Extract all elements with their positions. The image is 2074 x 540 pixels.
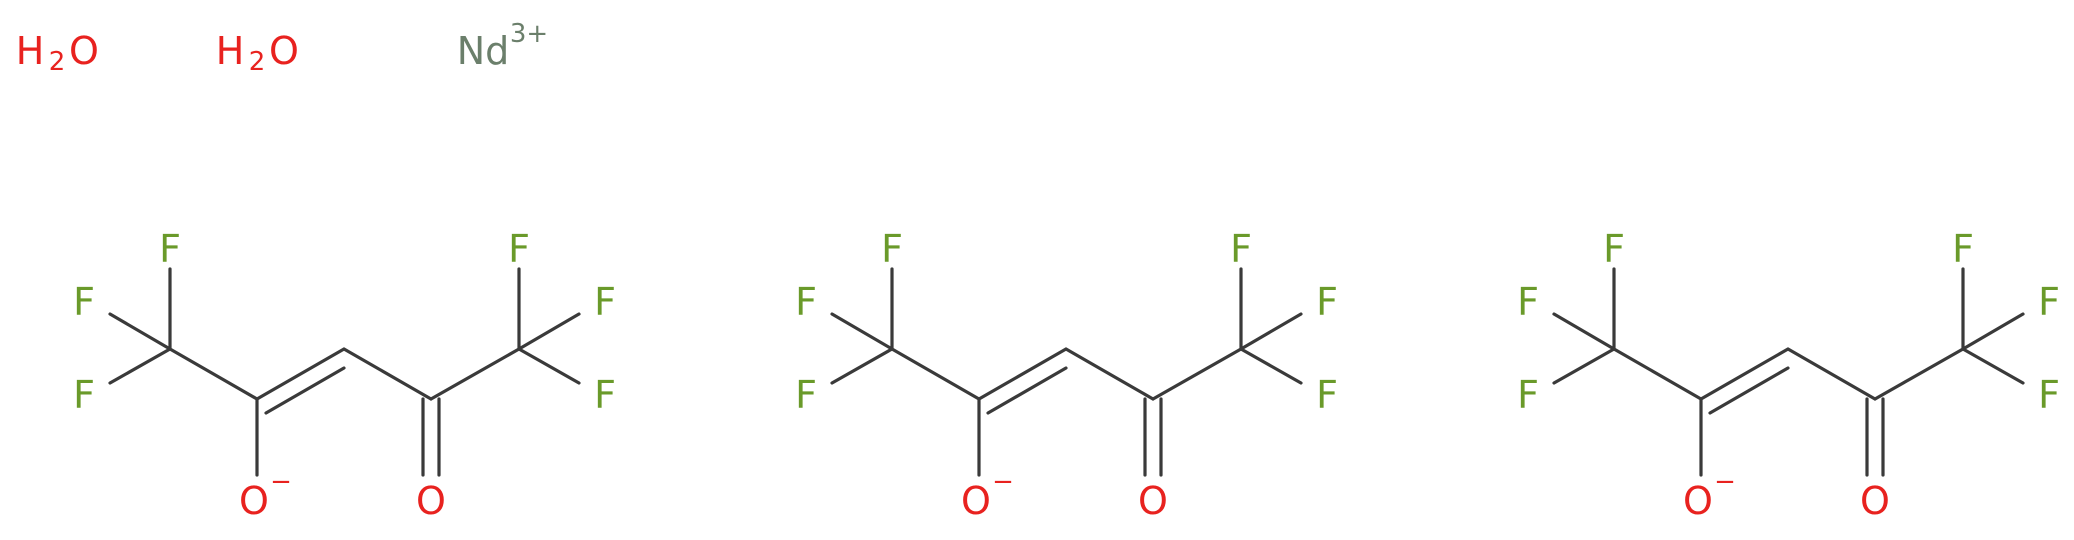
bond-c2-c3 <box>255 347 346 401</box>
fluorine-label: F <box>159 227 181 271</box>
bond-c1-f-lower <box>1552 347 1616 385</box>
bond-c3-c4 <box>1064 347 1155 401</box>
carbonyl-oxygen-label: O <box>416 479 446 523</box>
bond-c1-f-upper <box>1552 312 1616 351</box>
bond-c1-f-lower <box>108 347 172 385</box>
water-2-hydrogen: H <box>216 29 245 73</box>
fluorine-label: F <box>1316 373 1338 417</box>
oxide-oxygen-label: O <box>1683 479 1713 523</box>
bond-c2-c3-double <box>986 366 1068 415</box>
fluorine-label: F <box>73 373 95 417</box>
neodymium-ion: Nd 3+ <box>457 19 548 73</box>
bond-c3-c4 <box>1786 347 1877 401</box>
water-2-oxygen: O <box>269 29 299 73</box>
fluorine-label: F <box>1230 227 1252 271</box>
bond-c1-c2 <box>1612 347 1703 401</box>
oxide-oxygen-label: O <box>961 479 991 523</box>
bond-c5-f-lower <box>1239 347 1303 385</box>
oxide-oxygen-label: O <box>239 479 269 523</box>
bond-c2-c3 <box>977 347 1068 401</box>
bond-c1-f-upper <box>830 312 894 351</box>
water-molecule-2: H 2 O <box>216 29 299 77</box>
water-1-hydrogen: H <box>16 29 45 73</box>
water-1-oxygen: O <box>69 29 99 73</box>
fluorine-label: F <box>2038 280 2060 324</box>
fluorine-label: F <box>1517 280 1539 324</box>
fluorine-label: F <box>1316 280 1338 324</box>
fluorine-label: F <box>594 280 616 324</box>
bond-c4-c5 <box>429 347 521 401</box>
neodymium-charge: 3+ <box>510 19 548 49</box>
oxide-charge-label: − <box>270 467 292 497</box>
fluorine-label: F <box>881 227 903 271</box>
bond-c3-c4 <box>342 347 433 401</box>
water-1-subscript: 2 <box>49 47 66 77</box>
bond-c5-f-lower <box>517 347 581 385</box>
bond-c5-f-upper <box>1961 312 2025 351</box>
fluorine-label: F <box>1517 373 1539 417</box>
bond-c5-f-lower <box>1961 347 2025 385</box>
bond-c1-f-upper <box>108 312 172 351</box>
oxide-charge-label: − <box>992 467 1014 497</box>
water-molecule-1: H 2 O <box>16 29 99 77</box>
carbonyl-oxygen-label: O <box>1860 479 1890 523</box>
fluorine-label: F <box>795 280 817 324</box>
bond-c2-c3-double <box>1708 366 1790 415</box>
bond-c1-c2 <box>890 347 981 401</box>
bond-c5-f-upper <box>1239 312 1303 351</box>
fluorine-label: F <box>508 227 530 271</box>
bond-c1-f-lower <box>830 347 894 385</box>
bond-c4-c5 <box>1151 347 1243 401</box>
fluorine-label: F <box>73 280 95 324</box>
fluorine-label: F <box>594 373 616 417</box>
bond-c4-c5 <box>1873 347 1965 401</box>
neodymium-symbol: Nd <box>457 29 510 73</box>
fluorine-label: F <box>1952 227 1974 271</box>
bond-c5-f-upper <box>517 312 581 351</box>
water-2-subscript: 2 <box>249 47 266 77</box>
bond-c2-c3 <box>1699 347 1790 401</box>
oxide-charge-label: − <box>1714 467 1736 497</box>
bond-c1-c2 <box>168 347 259 401</box>
fluorine-label: F <box>1603 227 1625 271</box>
fluorine-label: F <box>2038 373 2060 417</box>
carbonyl-oxygen-label: O <box>1138 479 1168 523</box>
fluorine-label: F <box>795 373 817 417</box>
bond-c2-c3-double <box>264 366 346 415</box>
